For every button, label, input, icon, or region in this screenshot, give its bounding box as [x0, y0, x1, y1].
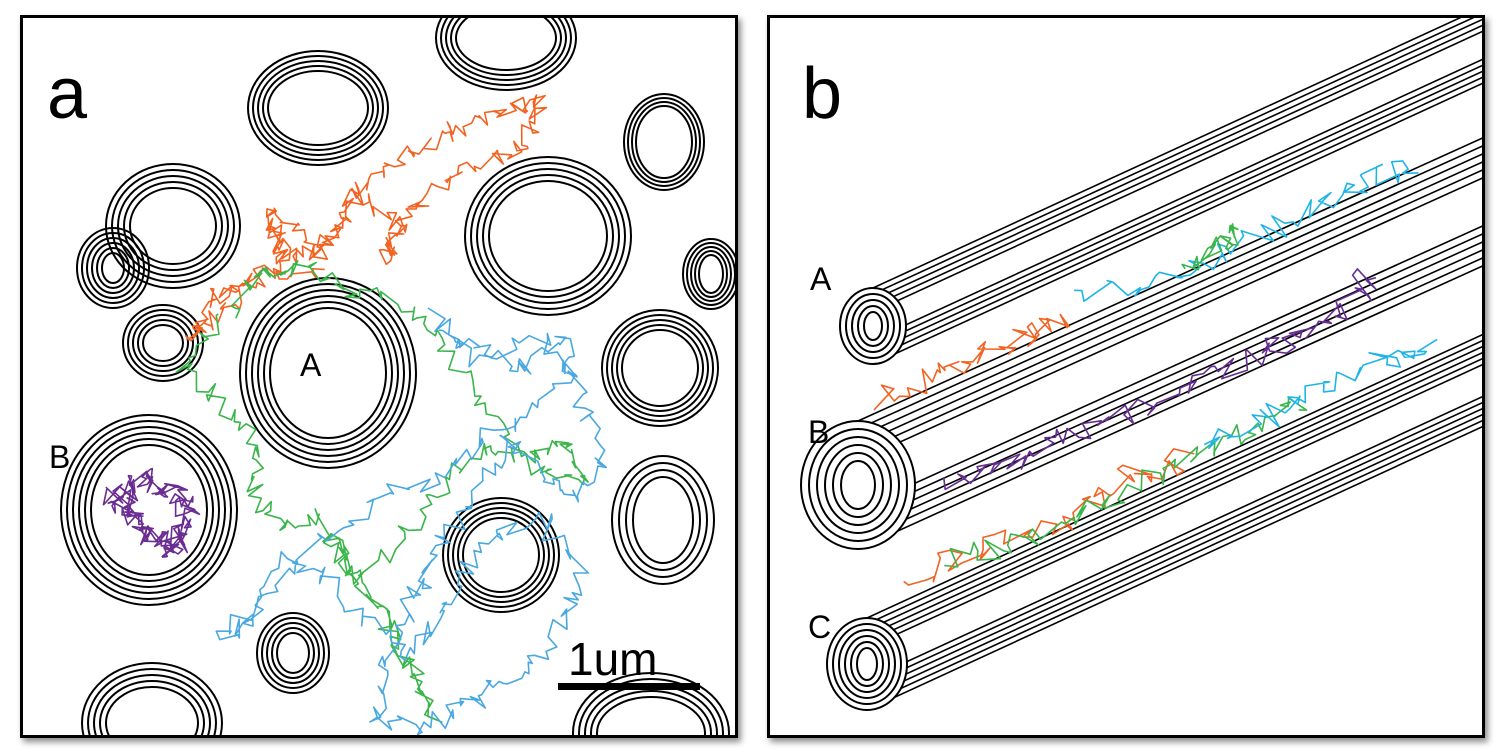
axon-cross-section — [464, 156, 632, 316]
panel-a-letter: a — [47, 54, 88, 134]
trajectory-b-blue-lower — [1203, 338, 1438, 449]
axon-cross-section — [682, 238, 735, 310]
trajectory-purple — [102, 467, 201, 558]
axon-cross-section — [247, 50, 389, 166]
axon-cross-section — [442, 497, 560, 613]
scale-bar — [558, 683, 700, 690]
axon-label-a: A — [300, 347, 322, 383]
trajectory-blue — [215, 307, 608, 735]
trajectory-b-orange-lower — [903, 448, 1195, 586]
trajectory-green — [175, 260, 589, 723]
trajectory-b-orange — [873, 313, 1070, 411]
fiber-bundle-drawing — [800, 18, 1482, 711]
axon-cross-section — [435, 18, 577, 91]
cross-section-drawing — [60, 18, 735, 735]
fiber-label-a: A — [810, 261, 832, 297]
panel-b-letter: b — [802, 54, 843, 134]
scale-bar-label: 1um — [568, 633, 658, 685]
fiber-bundle — [800, 137, 1482, 550]
axon-label-b: B — [49, 439, 71, 475]
axon-cross-section — [611, 455, 715, 585]
fiber-bundle — [839, 18, 1482, 365]
axon-cross-section — [122, 304, 204, 382]
trajectory-b-purple — [942, 268, 1377, 491]
axon-cross-section — [256, 612, 330, 694]
axon-cross-section — [239, 277, 417, 469]
axon-cross-section — [81, 662, 223, 735]
axon-cross-section — [105, 163, 241, 289]
axon-cross-section — [623, 93, 705, 191]
fiber-label-c: C — [808, 609, 832, 645]
trajectory-b-green-upper — [1181, 223, 1239, 271]
trajectory-orange — [184, 94, 548, 342]
axon-cross-section — [572, 672, 730, 735]
axon-cross-section — [60, 414, 238, 606]
panel-b-longitudinal: b A B C — [767, 15, 1485, 738]
fiber-bundle — [826, 334, 1482, 711]
panel-a-cross-section: a A B 1um — [20, 15, 738, 738]
fiber-label-b: B — [808, 414, 830, 450]
trajectory-b-green-lower — [944, 397, 1308, 568]
axon-cross-section — [601, 309, 719, 427]
trajectory-b-blue — [1074, 160, 1419, 302]
